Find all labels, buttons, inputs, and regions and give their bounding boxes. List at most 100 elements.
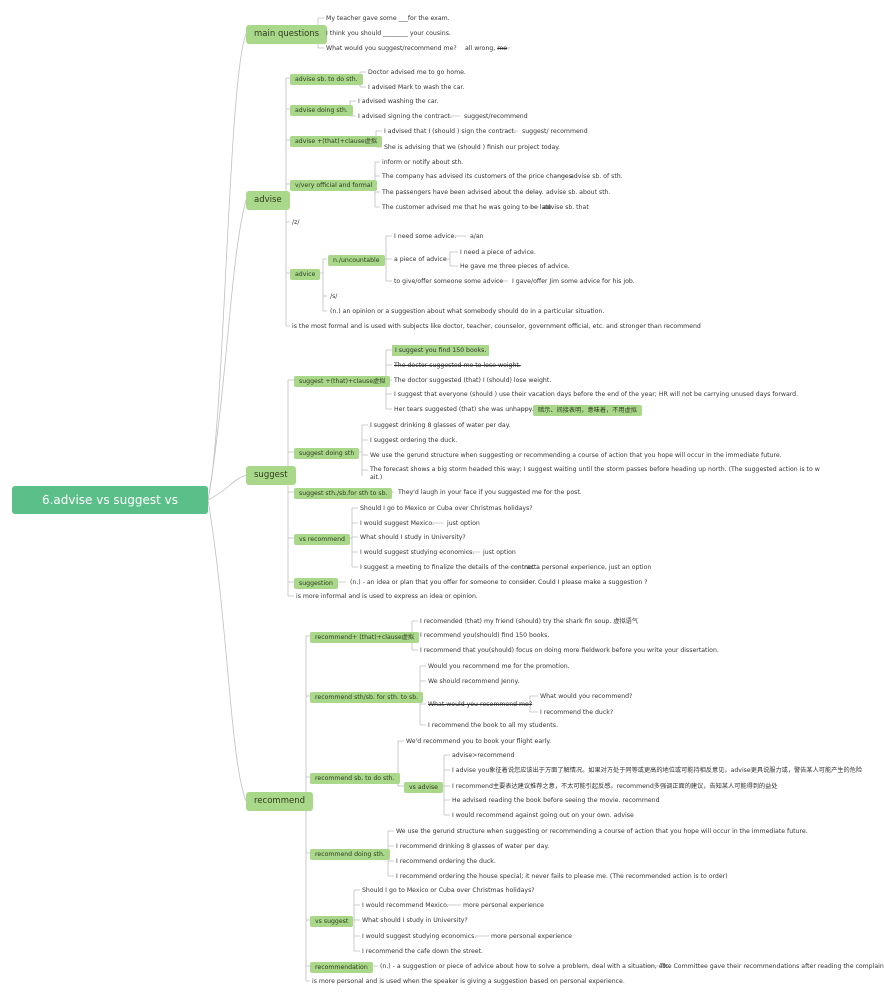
suggest-doing-ex4-cont: ait.): [370, 474, 383, 481]
recommend-vs-advise[interactable]: vs advise: [404, 782, 443, 793]
recommend-doing-ex4: I recommend ordering the house special; …: [396, 873, 728, 880]
advise-clause-note: suggest/ recommend: [522, 128, 588, 135]
suggest-doing[interactable]: suggest doing sth: [294, 448, 360, 459]
recommend-doing-ex1: We use the gerund structure when suggest…: [396, 828, 808, 835]
suggest-clause-ex1: I suggest you find 150 books.: [392, 345, 490, 356]
advise-official-def: inform or notify about sth.: [382, 159, 464, 166]
main-questions-node[interactable]: main questions: [246, 25, 328, 44]
suggest-vs-ex5: I suggest a meeting to finalize the deta…: [360, 564, 539, 571]
advise-clause-ex1: I advised that I (should ) sign the cont…: [384, 128, 516, 135]
suggest-doing-ex3: We use the gerund structure when suggest…: [370, 452, 782, 459]
recommendation-definition: (n.) - a suggestion or piece of advice a…: [380, 963, 671, 970]
advice-piece-ex2: He gave me three pieces of advice.: [460, 263, 570, 270]
recommend-sth-for-ex2: We should recommend Jenny.: [428, 678, 520, 685]
suggest-vs-ex4: I would suggest studying economics.: [360, 549, 475, 556]
recommend-clause[interactable]: recommend+ (that)+clause虚拟: [310, 632, 420, 643]
recommend-sb-to-do[interactable]: recommend sb. to do sth.: [310, 773, 400, 784]
suggestion-example: Could I please make a suggestion ?: [538, 579, 648, 586]
advise-doing-ex1: I advised washing the car.: [358, 98, 439, 105]
advise-node[interactable]: advise: [246, 191, 290, 210]
suggest-clause-ex2: The doctor suggested me to lose weight.: [394, 362, 521, 369]
advise-official-note3: advise sb. that: [543, 204, 589, 211]
recommendation-example: The Committee gave their recommendations…: [660, 963, 884, 970]
advice-node[interactable]: advice: [290, 269, 321, 280]
vs-suggest-ex1: Should I go to Mexico or Cuba over Chris…: [362, 887, 535, 894]
advice-unc-note: a/an: [470, 233, 484, 240]
advise-official-ex1: The company has advised its customers of…: [382, 173, 574, 180]
advise-sb-to-do-ex2: I advised Mark to wash the car.: [368, 84, 465, 91]
vs-suggest-ex3: What should I study in University?: [362, 917, 468, 924]
advise-sb-to-do-ex1: Doctor advised me to go home.: [368, 69, 466, 76]
suggest-clause-ex3: The doctor suggested (that) I (should) l…: [394, 377, 552, 384]
advise-phonetic: /z/: [292, 219, 300, 226]
suggest-vs-note4: just option: [483, 549, 516, 556]
vs-suggest-ex2: I would recommend Mexico.: [362, 902, 449, 909]
advice-uncountable[interactable]: n./uncountable: [328, 255, 385, 266]
advice-phonetic: /s/: [330, 293, 338, 300]
advice-piece: a piece of advice: [394, 256, 447, 263]
recommend-clause-ex2: I recommend you(should) find 150 books.: [420, 632, 550, 639]
recommend-sb-to-do-ex1: We'd recommend you to book your flight e…: [406, 738, 552, 745]
recommend-summary: is more personal and is used when the sp…: [312, 978, 625, 985]
root-topic[interactable]: 6.advise vs suggest vs recommend: [12, 486, 208, 535]
vs-advise-ex4: He advised reading the book before seein…: [452, 797, 660, 804]
recommend-sth-for-ex3: What would you recommend me?: [428, 701, 533, 708]
recommend-doing-ex2: I recommend drinking 8 glasses of water …: [396, 843, 550, 850]
suggest-sth-to[interactable]: suggest sth./sb.for sth to sb.: [294, 488, 393, 499]
recommend-sth-for-ex4: I recommend the book to all my students.: [428, 722, 558, 729]
advice-piece-ex1: I need a piece of advice.: [460, 249, 536, 256]
recommend-doing-ex3: I recommend ordering the duck.: [396, 858, 496, 865]
advise-summary: is the most formal and is used with subj…: [292, 323, 701, 330]
advise-clause-ex2: She is advising that we (should ) finish…: [384, 144, 561, 151]
recommend-clause-ex3: I recommend that you(should) focus on do…: [420, 647, 719, 654]
suggest-clause-ex5: Her tears suggested (that) she was unhap…: [394, 406, 534, 413]
vs-suggest-ex4: I would suggest studying economics.: [362, 933, 477, 940]
recommend-vs-suggest[interactable]: vs suggest: [310, 916, 354, 927]
mq-q3: What would you suggest/recommend me?: [326, 45, 457, 52]
advice-give: to give/offer someone some advice: [394, 278, 504, 285]
recommend-doing[interactable]: recommend doing sth.: [310, 849, 390, 860]
advice-definition: (n.) an opinion or a suggestion about wh…: [330, 308, 605, 315]
advice-give-note: I gave/offer Jim some advice for his job…: [512, 278, 635, 285]
recommend-sth-for-ex3a: What would you recommend?: [540, 693, 633, 700]
mq-q1: My teacher gave some ___for the exam.: [326, 15, 450, 22]
suggest-clause-note: 暗示、间接表明，意味着，不用虚拟: [533, 405, 642, 416]
suggest-vs-ex2: I would suggest Mexico.: [360, 520, 435, 527]
suggestion-node[interactable]: suggestion: [294, 578, 338, 589]
advise-doing-ex2: I advised signing the contract.: [358, 113, 452, 120]
suggest-vs-ex1: Should I go to Mexico or Cuba over Chris…: [360, 505, 533, 512]
advise-sb-to-do[interactable]: advise sb. to do sth.: [290, 74, 363, 85]
recommend-clause-ex1: I recomended (that) my friend (should) t…: [420, 618, 639, 625]
suggest-doing-ex4: The forecast shows a big storm headed th…: [370, 466, 820, 473]
vs-advise-ex1: advise>recommend: [452, 752, 515, 759]
advise-clause[interactable]: advise +(that)+clause虚拟: [290, 136, 383, 147]
vs-advise-ex5: I would recommend against going out on y…: [452, 812, 634, 819]
suggest-sth-to-ex1: They'd laugh in your face if you suggest…: [398, 489, 582, 496]
recommend-sth-for-ex3b: I recommend the duck?: [540, 709, 614, 716]
suggest-doing-ex1: I suggest drinking 8 glasses of water pe…: [370, 422, 511, 429]
vs-suggest-note4: more personal experience: [491, 933, 572, 940]
recommend-node[interactable]: recommend: [246, 792, 313, 811]
suggest-vs-note5: not a personal experience, just an optio…: [524, 564, 652, 571]
suggest-summary: is more informal and is used to express …: [296, 593, 478, 600]
recommend-sth-for[interactable]: recommend sth/sb. for sth. to sb.: [310, 692, 424, 703]
suggest-clause[interactable]: suggest +(that)+clause虚拟: [294, 376, 391, 387]
suggest-clause-ex4: I suggest that everyone (should ) use th…: [394, 391, 799, 398]
advise-official[interactable]: v/very official and formal: [290, 180, 378, 191]
advice-unc-ex1: I need some advice.: [394, 233, 457, 240]
suggest-doing-ex2: I suggest ordering the duck.: [370, 437, 458, 444]
vs-suggest-note2: more personal experience: [463, 902, 544, 909]
recommend-sth-for-ex1: Would you recommend me for the promotion…: [428, 663, 570, 670]
advise-official-ex2: The passengers have been advised about t…: [382, 189, 544, 196]
recommendation-node[interactable]: recommendation: [310, 962, 373, 973]
suggest-node[interactable]: suggest: [246, 466, 296, 485]
advise-official-note2: advise sb. about sth.: [546, 189, 611, 196]
advise-doing-note: suggest/recommend: [464, 113, 528, 120]
suggest-vs-recommend[interactable]: vs recommend: [294, 534, 350, 545]
advise-doing[interactable]: advise doing sth.: [290, 105, 353, 116]
advise-official-note1: advise sb. of sth.: [570, 173, 623, 180]
vs-advise-ex2: I advise you象征着说您应该出于方面了解情况。如果对方处于同等或更高的…: [452, 767, 863, 774]
suggest-vs-note2: just option: [447, 520, 480, 527]
suggestion-definition: (n.) - an idea or plan that you offer fo…: [350, 579, 537, 586]
mq-q2: I think you should ________ your cousins…: [326, 30, 451, 37]
